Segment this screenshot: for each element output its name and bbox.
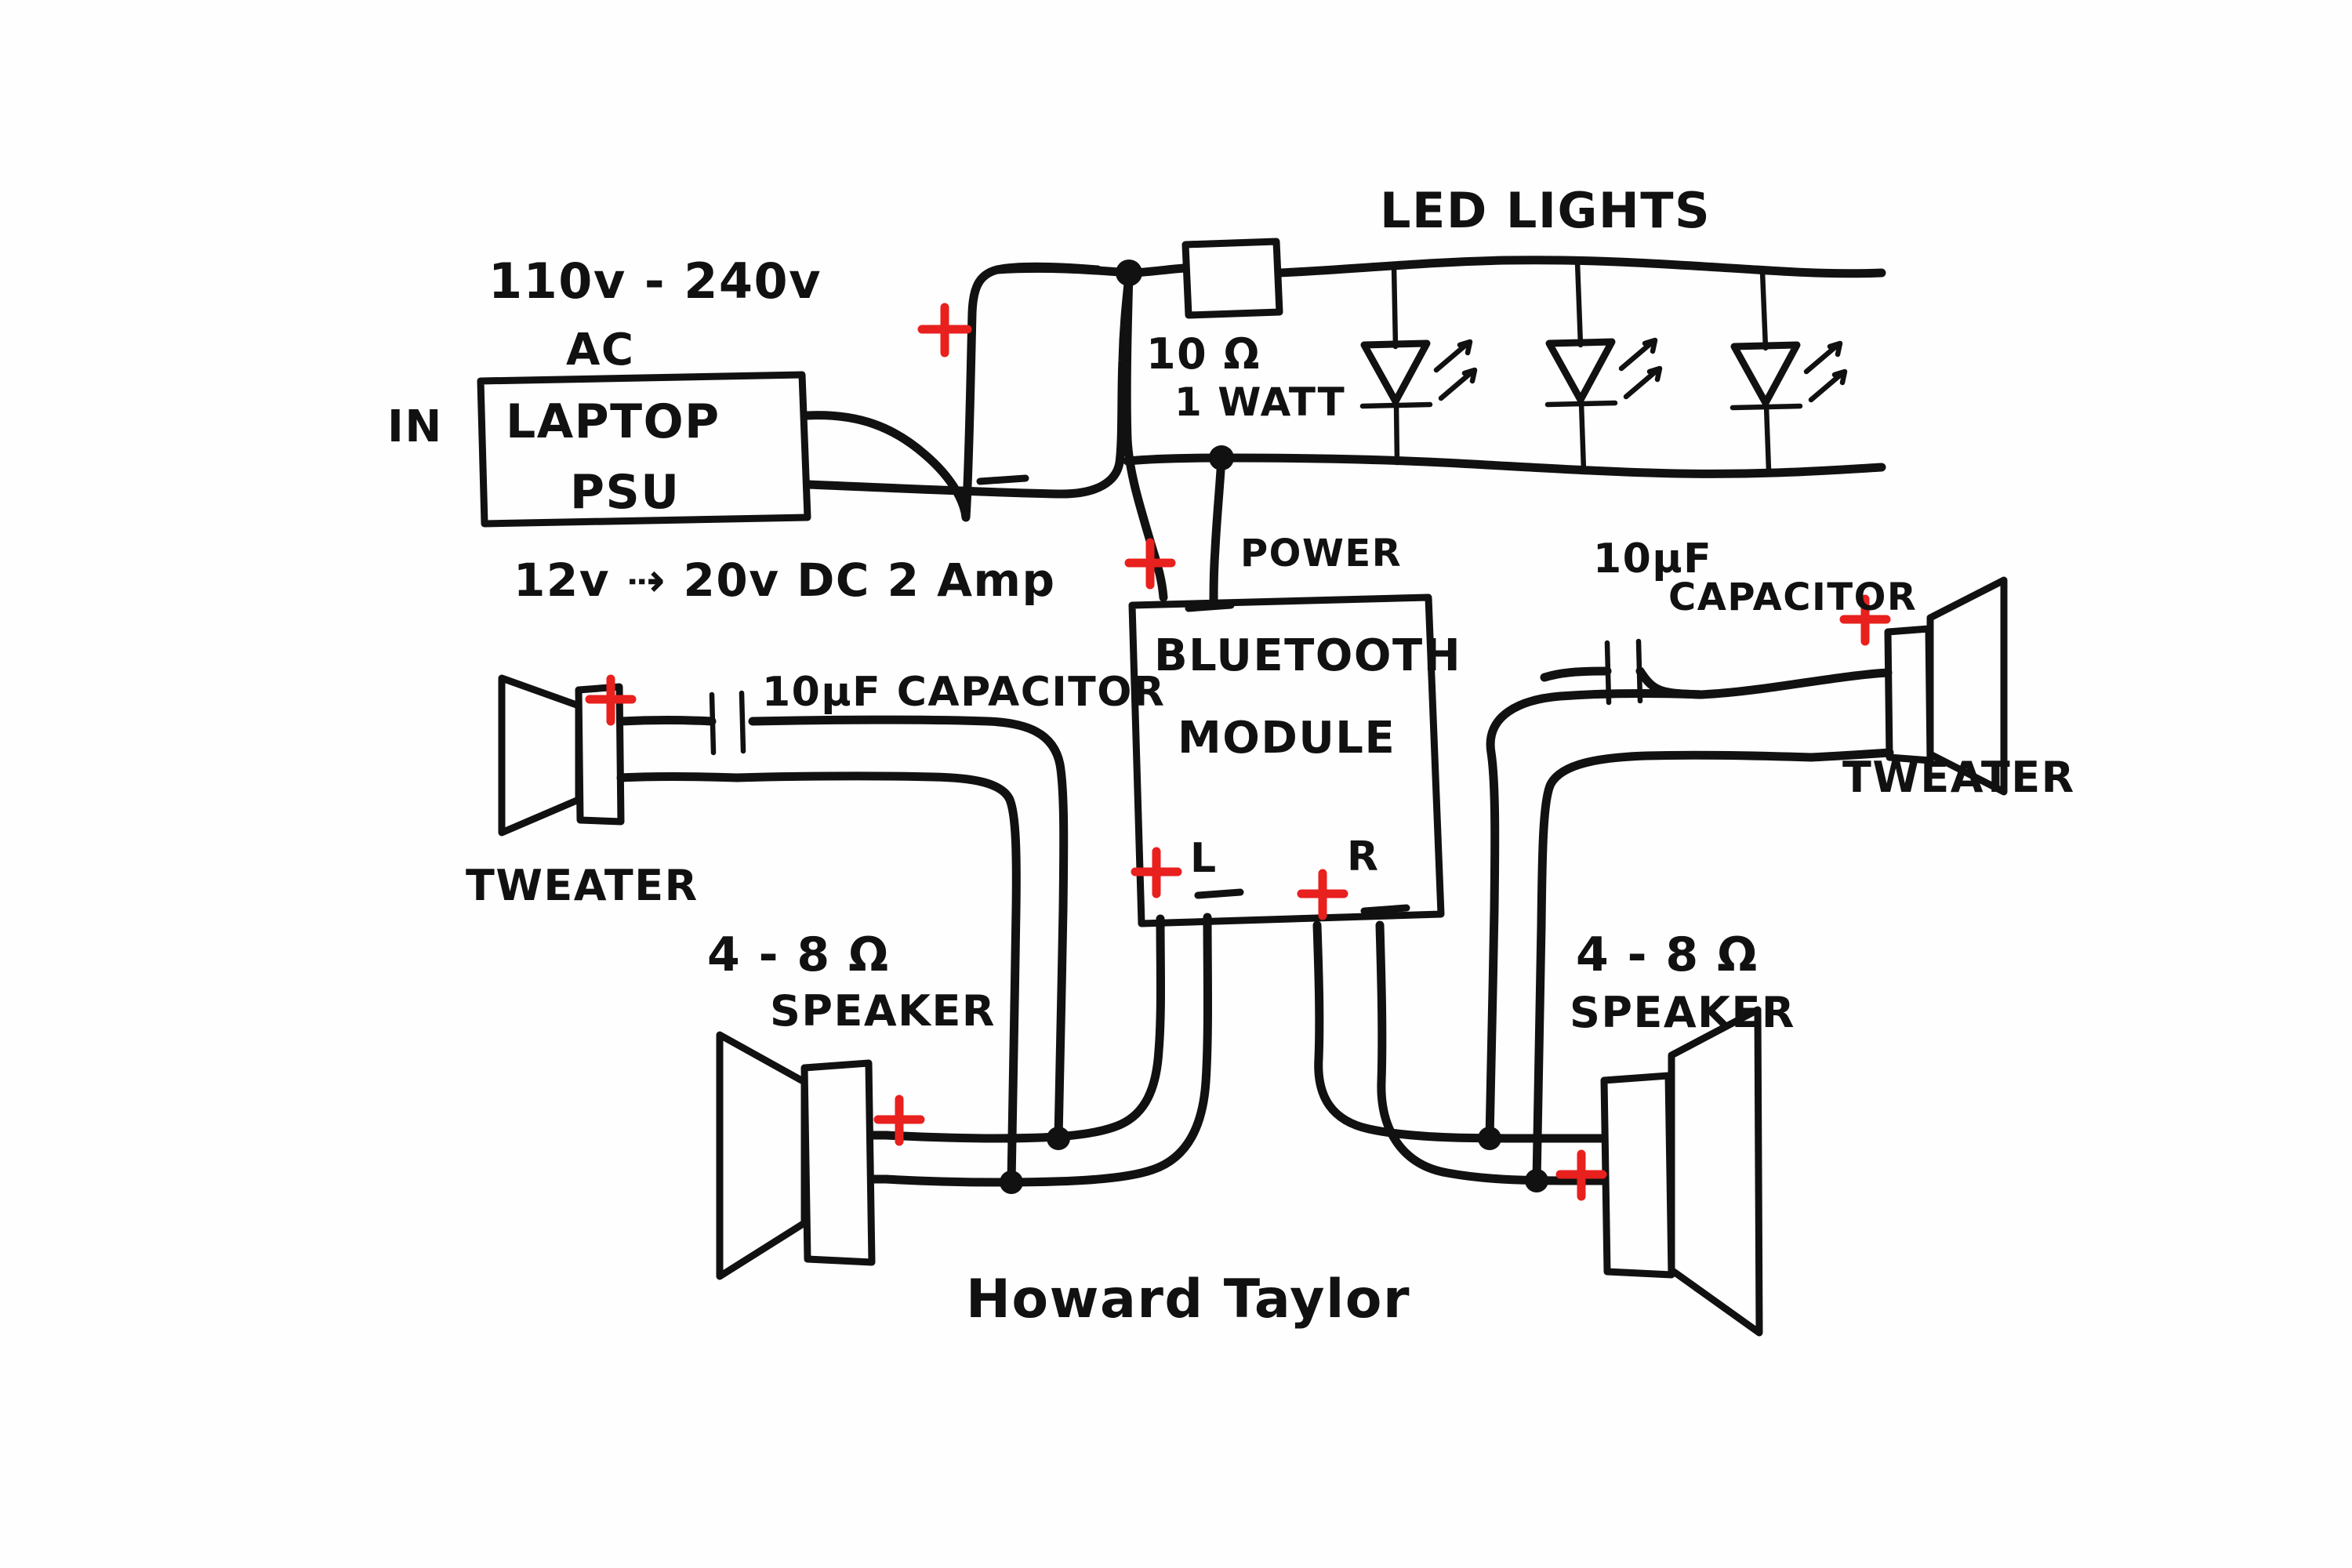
junction-dot-left-plus [1047, 1127, 1070, 1150]
label-bt-line2: MODULE [1178, 713, 1396, 764]
label-left-tweeter: TWEATER [466, 861, 699, 910]
label-out-l: L [1190, 835, 1218, 882]
polarity-plus-left-tweeter [585, 674, 637, 726]
label-psu-line1: LAPTOP [506, 394, 720, 449]
polarity-minus-left-out [1194, 888, 1244, 899]
left-capacitor [709, 690, 746, 756]
polarity-plus-main-rail [917, 303, 972, 358]
psu-output-wires [803, 262, 1134, 522]
junction-dot-left-minus [1000, 1171, 1023, 1194]
right-speaker [1516, 1006, 1763, 1337]
label-ac-voltage: 110v - 240v [488, 252, 822, 310]
label-right-capacitor-line1: 10μF [1593, 535, 1712, 583]
right-channel-wires [1312, 688, 1816, 1192]
left-tweeter [498, 674, 742, 837]
polarity-plus-left-speaker [873, 1094, 925, 1146]
label-left-speaker-impedance: 4 - 8 Ω [707, 927, 890, 982]
polarity-plus-right-out [1297, 869, 1348, 920]
resistor-10ohm [1181, 238, 1283, 319]
label-left-speaker: SPEAKER [770, 986, 996, 1036]
label-resistor-power: 1 WATT [1174, 379, 1345, 425]
junction-dot-right-minus [1525, 1169, 1548, 1192]
label-left-capacitor: 10μF CAPACITOR [762, 669, 1165, 716]
led-3 [1730, 268, 1848, 474]
label-resistor-value: 10 Ω [1146, 329, 1261, 379]
label-power: POWER [1240, 532, 1402, 575]
polarity-plus-right-speaker [1555, 1149, 1607, 1201]
polarity-minus-right-out [1360, 904, 1410, 915]
psu-box [477, 371, 811, 528]
left-speaker [716, 1031, 891, 1280]
polarity-minus-main-rail [976, 474, 1029, 485]
led-1 [1359, 263, 1478, 466]
label-dc-output: 12v ⇢ 20v DC 2 Amp [514, 554, 1056, 607]
label-right-tweeter: TWEATER [1842, 753, 2075, 802]
junction-dot-right-plus [1478, 1127, 1501, 1150]
label-led-lights: LED LIGHTS [1380, 182, 1711, 239]
polarity-plus-bluetooth-power [1124, 538, 1176, 590]
label-right-capacitor-line2: CAPACITOR [1668, 575, 1917, 619]
label-in: IN [387, 401, 443, 452]
label-right-speaker: SPEAKER [1570, 988, 1795, 1037]
bluetooth-module-box [1128, 593, 1445, 927]
led-2 [1544, 259, 1663, 474]
led-positive-rail [1275, 256, 1886, 278]
signature: Howard Taylor [966, 1269, 1410, 1330]
label-psu-line2: PSU [570, 465, 680, 520]
left-channel-wires [732, 715, 1212, 1194]
label-right-speaker-impedance: 4 - 8 Ω [1576, 927, 1759, 982]
label-out-r: R [1347, 833, 1380, 880]
label-bt-line1: BLUETOOTH [1154, 630, 1461, 681]
right-capacitor [1540, 638, 1706, 706]
right-tweeter [1697, 576, 2008, 796]
label-ac: AC [566, 325, 634, 376]
bluetooth-power-wires [1122, 268, 1226, 604]
polarity-plus-left-out [1131, 847, 1182, 898]
polarity-minus-bluetooth-power [1185, 601, 1235, 612]
polarity-plus-right-tweeter [1839, 594, 1891, 646]
